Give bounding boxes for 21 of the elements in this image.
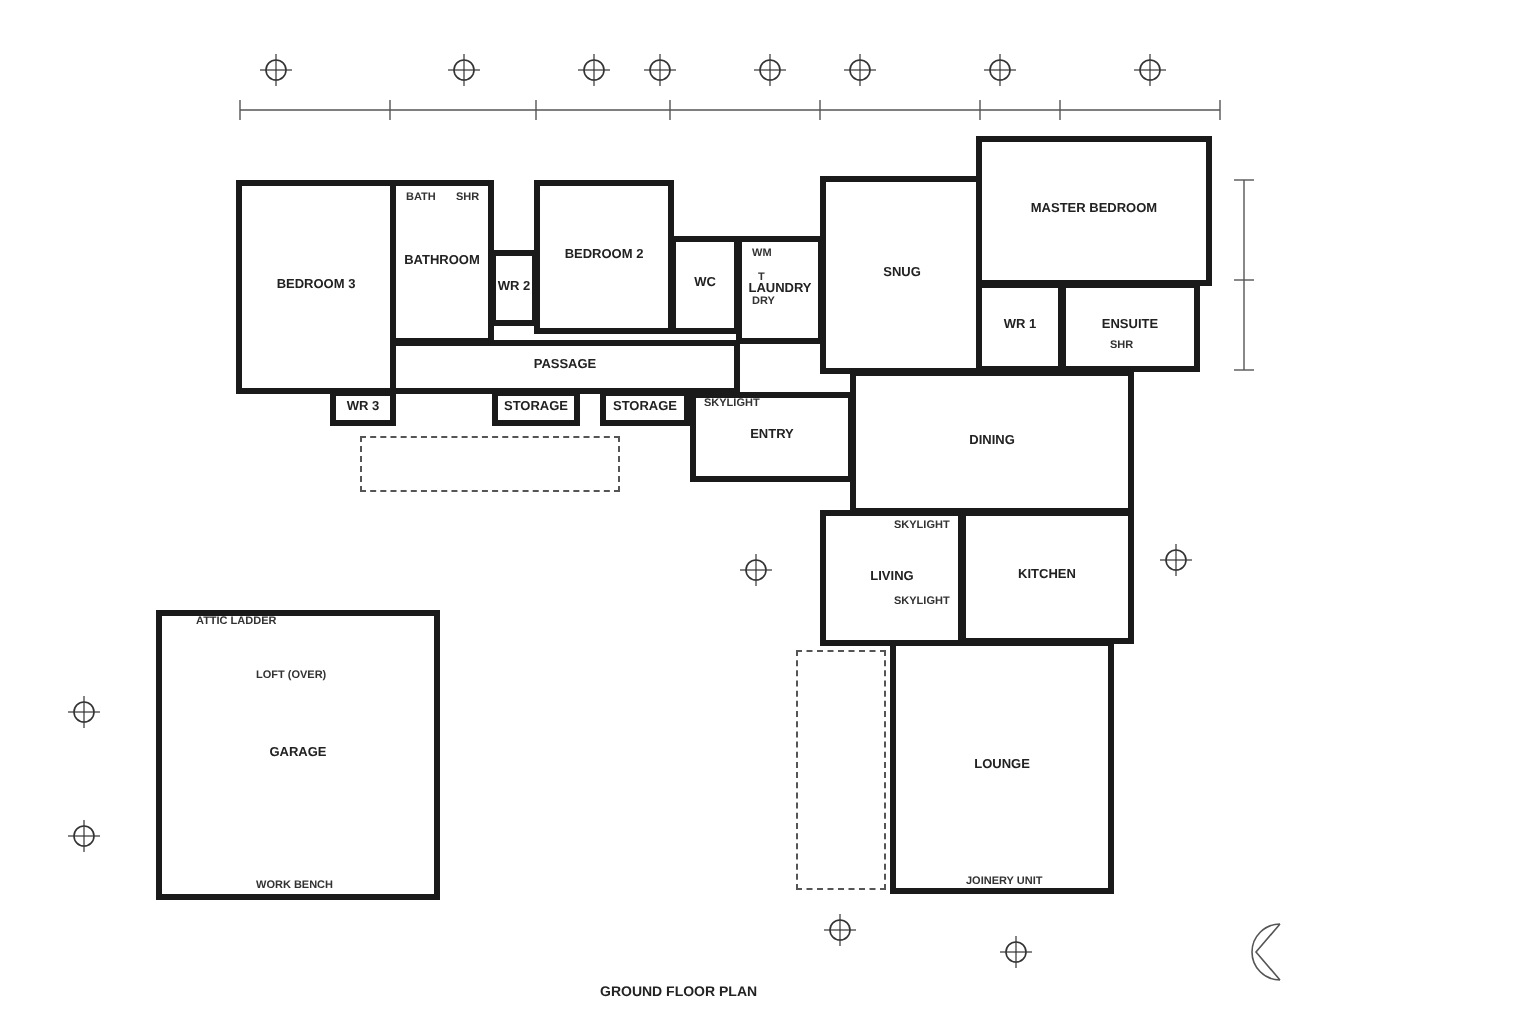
room-outline bbox=[976, 282, 1064, 372]
room-outline bbox=[156, 610, 440, 900]
pergola-outline bbox=[796, 650, 886, 890]
room-outline bbox=[670, 236, 740, 334]
room-outline bbox=[534, 180, 674, 334]
room-outline bbox=[492, 390, 580, 426]
pergola-outline bbox=[360, 436, 620, 492]
room-outline bbox=[390, 180, 494, 344]
room-outline bbox=[1060, 282, 1200, 372]
room-outline bbox=[390, 340, 740, 394]
room-outline bbox=[890, 640, 1114, 894]
room-outline bbox=[820, 510, 964, 646]
room-outline bbox=[850, 370, 1134, 514]
room-outline bbox=[736, 236, 824, 344]
room-outline bbox=[236, 180, 396, 394]
room-outline bbox=[330, 390, 396, 426]
room-outline bbox=[960, 510, 1134, 644]
room-outline bbox=[600, 390, 690, 426]
room-outline bbox=[690, 392, 854, 482]
room-outline bbox=[490, 250, 538, 326]
room-outline bbox=[976, 136, 1212, 286]
